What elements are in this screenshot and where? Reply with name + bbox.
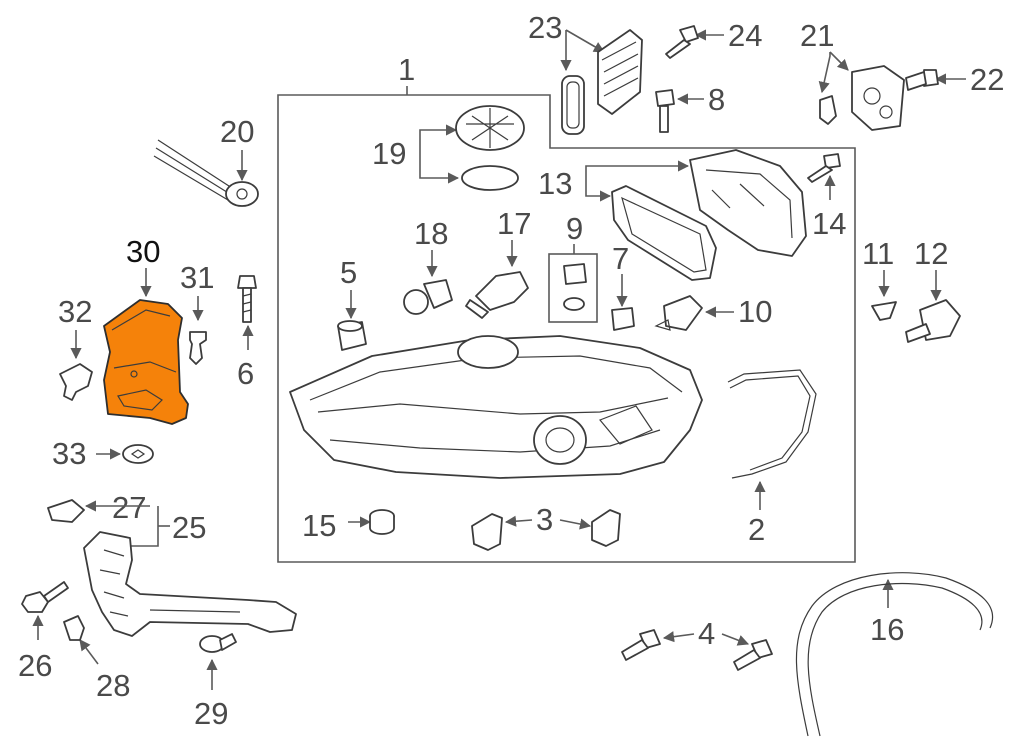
highlighted-bracket-shape [103, 299, 189, 425]
part-15-bushing[interactable] [369, 509, 395, 535]
callout-21[interactable]: 21 [800, 18, 834, 53]
leader-lines [32, 29, 966, 690]
part-19-cap[interactable] [455, 105, 525, 151]
part-11-clip[interactable] [871, 301, 897, 321]
part-33-washer[interactable] [122, 444, 154, 464]
part-1-headlamp[interactable] [289, 335, 703, 479]
part-16-hose[interactable] [795, 572, 994, 737]
callout-14[interactable]: 14 [812, 206, 846, 241]
callout-8[interactable]: 8 [708, 82, 725, 117]
part-2-harness[interactable] [727, 369, 817, 479]
part-13-gasket[interactable] [611, 185, 717, 281]
callout-26[interactable]: 26 [18, 648, 52, 683]
callout-16[interactable]: 16 [870, 612, 904, 647]
part-28-clip[interactable] [63, 615, 85, 641]
callout-12[interactable]: 12 [914, 236, 948, 271]
part-22-bolt[interactable] [905, 69, 939, 91]
callout-31[interactable]: 31 [180, 260, 214, 295]
part-8-bolt[interactable] [655, 89, 675, 133]
part-30-bracket[interactable] [103, 299, 189, 425]
callout-9[interactable]: 9 [566, 211, 583, 246]
callout-20[interactable]: 20 [220, 114, 254, 149]
part-6-bolt[interactable] [237, 275, 257, 323]
part-10-bulb[interactable] [654, 295, 703, 331]
part-20-harness[interactable] [153, 139, 259, 207]
callout-3[interactable]: 3 [536, 502, 553, 537]
part-21-cover[interactable] [819, 65, 905, 131]
callout-7[interactable]: 7 [612, 241, 629, 276]
assembly-outline [277, 94, 856, 563]
callout-6[interactable]: 6 [237, 356, 254, 391]
part-32-clip[interactable] [59, 363, 93, 401]
callout-1[interactable]: 1 [398, 52, 415, 87]
callout-28[interactable]: 28 [96, 668, 130, 703]
part-3-bracket-right[interactable] [591, 509, 621, 547]
part-3-bracket-left[interactable] [471, 513, 503, 551]
part-9-kit-box[interactable] [548, 253, 598, 323]
callout-23[interactable]: 23 [528, 10, 562, 45]
callout-29[interactable]: 29 [194, 696, 228, 731]
part-19-seal[interactable] [461, 165, 519, 191]
callout-25[interactable]: 25 [172, 510, 206, 545]
part-25-bracket[interactable] [83, 531, 297, 637]
callout-13[interactable]: 13 [538, 166, 572, 201]
part-23-module[interactable] [597, 29, 643, 115]
part-12-actuator[interactable] [905, 299, 961, 343]
part-7-socket[interactable] [611, 307, 635, 331]
part-4-bolt-right[interactable] [733, 639, 773, 671]
part-18-bulb[interactable] [403, 279, 453, 315]
part-13-housing[interactable] [689, 149, 807, 257]
callout-5[interactable]: 5 [340, 255, 357, 290]
callout-22[interactable]: 22 [970, 62, 1004, 97]
callout-27[interactable]: 27 [112, 490, 146, 525]
part-27-clip[interactable] [47, 499, 85, 523]
part-31-clip[interactable] [189, 331, 207, 365]
part-29-screw[interactable] [199, 633, 237, 653]
callout-19[interactable]: 19 [372, 136, 406, 171]
part-17-bulb[interactable] [465, 271, 529, 319]
part-26-bolt[interactable] [21, 581, 69, 613]
callout-10[interactable]: 10 [738, 294, 772, 329]
callout-15[interactable]: 15 [302, 508, 336, 543]
callout-30[interactable]: 30 [126, 234, 160, 269]
callout-4[interactable]: 4 [698, 616, 715, 651]
part-23-gasket[interactable] [561, 75, 585, 135]
callout-2[interactable]: 2 [748, 512, 765, 547]
part-4-bolt-left[interactable] [621, 629, 661, 661]
part-5-socket[interactable] [337, 320, 367, 351]
part-24-bolt[interactable] [665, 25, 699, 59]
callout-32[interactable]: 32 [58, 294, 92, 329]
callout-18[interactable]: 18 [414, 216, 448, 251]
part-14-screw[interactable] [807, 153, 841, 183]
callout-33[interactable]: 33 [52, 436, 86, 471]
callout-24[interactable]: 24 [728, 18, 762, 53]
callout-11[interactable]: 11 [862, 236, 894, 271]
callout-17[interactable]: 17 [497, 206, 531, 241]
